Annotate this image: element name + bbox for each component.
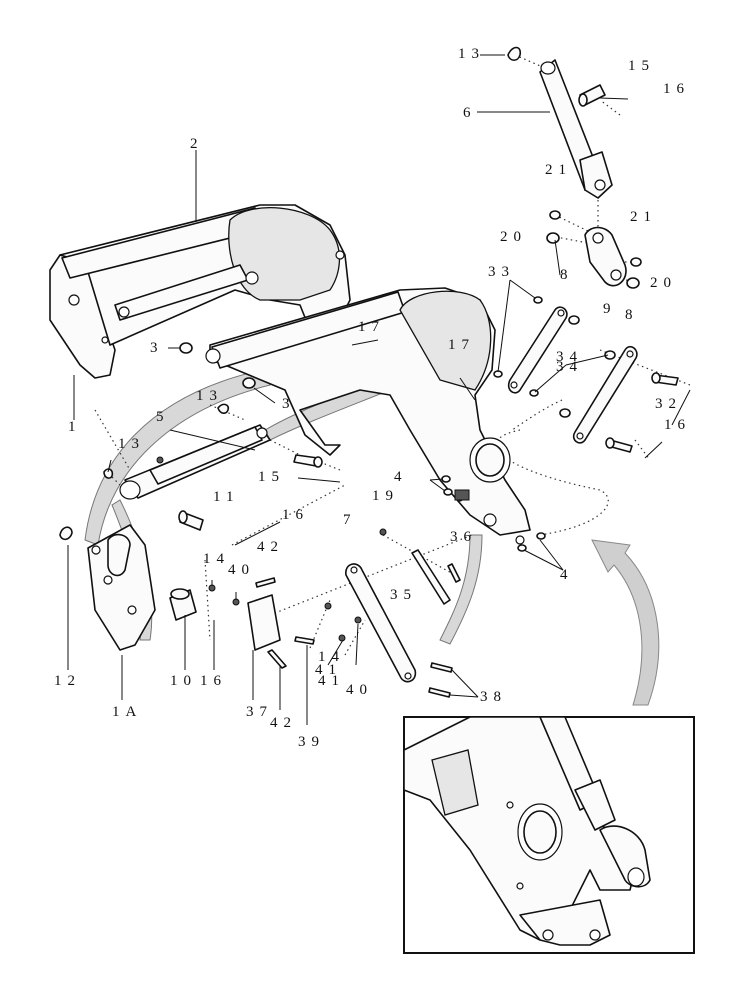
callout-17-upper: 17 (358, 319, 385, 335)
callout-5: 5 (156, 409, 170, 425)
part-39-bolt (294, 636, 315, 645)
callout-13-mid: 13 (196, 388, 223, 404)
callout-16-bottom: 16 (200, 673, 227, 689)
part-42-pin-b (267, 649, 287, 669)
callout-32: 32 (655, 396, 682, 412)
callout-38: 38 (480, 689, 507, 705)
callout-14-right: 14 (318, 649, 345, 665)
callout-13-left: 13 (118, 436, 145, 452)
part-17-loader-arm (205, 287, 531, 545)
part-15-pin-top (578, 84, 606, 107)
part-7-link (345, 563, 417, 683)
callout-40-right: 40 (346, 682, 373, 698)
callout-1: 1 (68, 419, 82, 435)
inset-detail (403, 716, 695, 954)
callout-9: 9 (603, 301, 617, 317)
callout-37: 37 (246, 704, 273, 720)
part-42-pin-a (255, 577, 276, 588)
part-6-tilt-cylinder (539, 59, 613, 199)
callout-21-left: 21 (545, 162, 572, 178)
arc-band-right (439, 534, 483, 645)
callout-41-left: 41 (315, 662, 342, 678)
inset-pointer-arrow (591, 539, 660, 706)
callout-12: 12 (54, 673, 81, 689)
callout-2: 2 (190, 136, 204, 152)
callout-14-left: 14 (203, 551, 230, 567)
callout-16-top: 16 (663, 81, 690, 97)
part-3-bushing-a (179, 342, 193, 354)
callout-3-b: 3 (282, 396, 296, 412)
part-13-clip-mid (217, 403, 230, 414)
callout-leader-lines (67, 54, 691, 725)
part-5-lift-cylinder (119, 424, 271, 500)
callout-4-right: 4 (560, 567, 574, 583)
callout-40-top: 40 (228, 562, 255, 578)
callout-39: 39 (298, 734, 325, 750)
callout-11: 11 (213, 489, 240, 505)
part-36-pin (447, 563, 461, 583)
callout-7: 7 (343, 512, 357, 528)
callout-16-mid: 16 (282, 507, 309, 523)
callout-21-right: 21 (630, 209, 657, 225)
part-13-clip-top (507, 46, 522, 62)
part-3-bushing-b (242, 377, 256, 389)
callout-6: 6 (463, 105, 477, 121)
bushings-20-21 (546, 210, 642, 289)
callout-16-right: 16 (664, 417, 691, 433)
callout-8-upper: 8 (560, 267, 574, 283)
callout-35: 35 (390, 587, 417, 603)
callout-34-b: 34 (556, 359, 583, 375)
part-11-pin (178, 510, 204, 531)
part-10-bushing (169, 588, 197, 621)
callout-17-lower: 17 (448, 337, 475, 353)
callout-1a: 1A (112, 704, 143, 720)
callout-15-mid: 15 (258, 469, 285, 485)
callout-42-bottom: 42 (270, 715, 297, 731)
callout-19: 19 (372, 488, 399, 504)
part-9-link (584, 226, 627, 287)
callout-13-top: 13 (458, 46, 485, 62)
callout-8-lower: 8 (625, 307, 639, 323)
callout-41-right: 41 (318, 673, 345, 689)
callout-20-left: 20 (500, 229, 527, 245)
part-8-links (507, 306, 638, 444)
arc-band-left (84, 369, 271, 546)
part-13-clip-left (103, 468, 114, 479)
callout-33: 33 (488, 264, 515, 280)
callout-34-a: 34 (556, 349, 583, 365)
part-37-plate (247, 594, 281, 651)
part-38-bolt-b (428, 687, 451, 698)
part-32-pins (605, 372, 679, 453)
callout-4-mid: 4 (394, 469, 408, 485)
part-15-pin-mid (293, 454, 323, 468)
part-1a-lower-bracket (87, 524, 156, 651)
callout-15-top: 15 (628, 58, 655, 74)
part-12-clip (59, 526, 73, 541)
callout-20-right: 20 (650, 275, 677, 291)
part-2-cross-tube (59, 204, 351, 346)
callout-36: 36 (450, 529, 477, 545)
callout-42-top: 42 (257, 539, 284, 555)
part-38-bolt-a (430, 662, 453, 673)
callout-10: 10 (170, 673, 197, 689)
callout-3-a: 3 (150, 340, 164, 356)
nuts-and-washers (208, 475, 546, 642)
part-35-rod (411, 549, 451, 605)
